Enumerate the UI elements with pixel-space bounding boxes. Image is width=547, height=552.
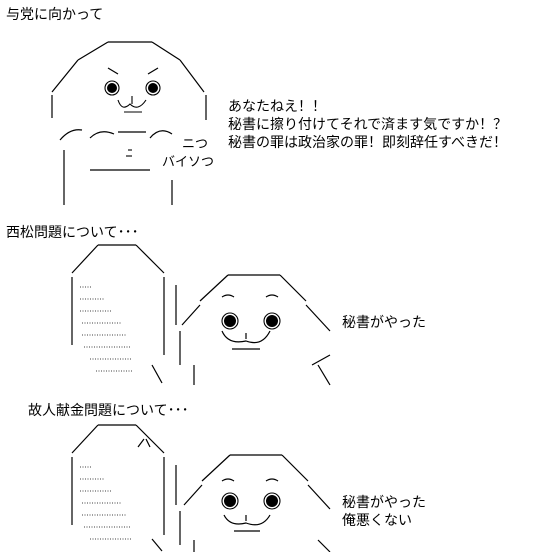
panel-3-ascii-art xyxy=(71,424,331,552)
panel-3-speech-line-2: 俺悪くない xyxy=(342,513,412,529)
panel-2-ascii-art xyxy=(71,244,331,386)
panel-3-heading: 故人献金問題について･･･ xyxy=(28,403,189,419)
panel-3: 故人献金問題について･･･ xyxy=(0,395,547,552)
panel-1-speech-line-3: 秘書の罪は政治家の罪！即刻辞任すべきだ！ xyxy=(228,135,508,151)
panel-1-heading: 与党に向かって xyxy=(6,7,104,23)
panel-1-speech-line-1: あなたねえ！！ xyxy=(228,99,326,115)
panel-2-heading: 西松問題について･･･ xyxy=(6,225,139,241)
panel-3-speech-line-1: 秘書がやった xyxy=(342,495,426,511)
panel-1-art-label-b: バイソつ xyxy=(162,155,214,170)
panel-2-speech-line-1: 秘書がやった xyxy=(342,315,426,331)
panel-1-ascii-art: ニつ バイソつ xyxy=(51,41,214,205)
panel-1-speech-line-2: 秘書に擦り付けてそれで済ます気ですか！？ xyxy=(228,117,508,133)
panel-1-art-label-a: ニつ xyxy=(182,137,208,152)
panel-2: 西松問題について･･･ xyxy=(0,215,547,395)
panel-1: 与党に向かって xyxy=(0,0,547,215)
